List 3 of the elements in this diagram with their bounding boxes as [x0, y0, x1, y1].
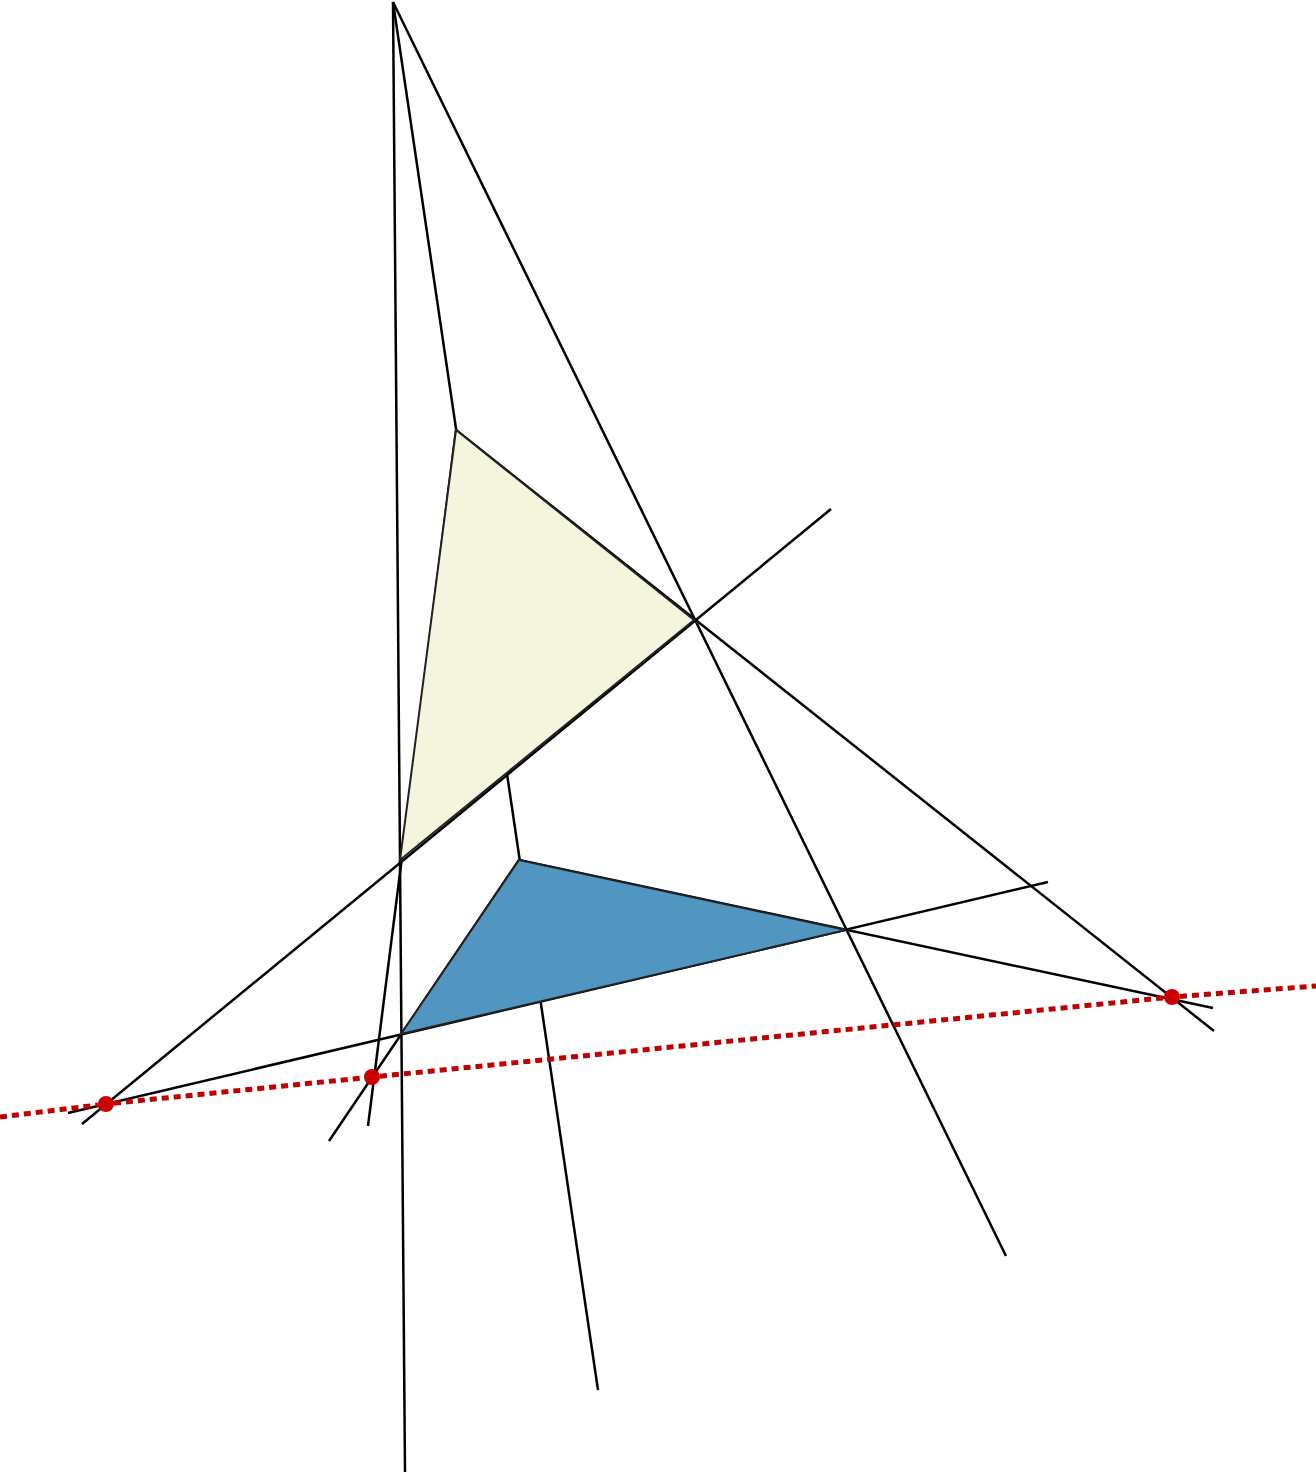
dotted-line	[0, 1102, 99, 1120]
dotted-line	[1179, 983, 1316, 999]
dotted-line	[379, 995, 1165, 1079]
